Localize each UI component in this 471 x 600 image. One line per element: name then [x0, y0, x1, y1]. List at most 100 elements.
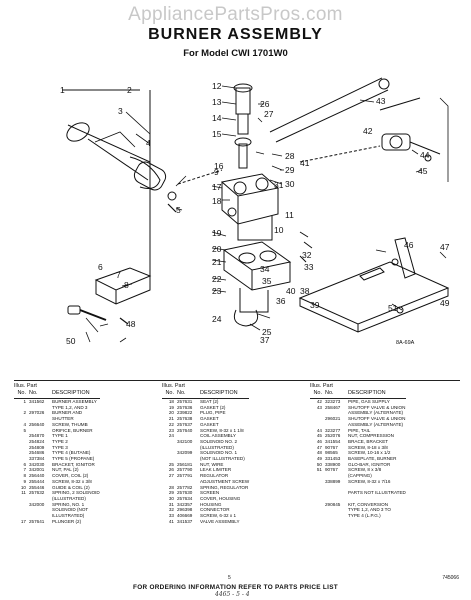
description-cell: SEAT (2) — [200, 399, 219, 404]
description-cell: PLUNGER (2) — [52, 518, 82, 524]
table-row: ASSEMBLY (ALTERNATE) — [310, 422, 406, 428]
description-cell: SCREW, 6-32 x 1 — [200, 513, 236, 519]
description-cell: SOLENOID NO. 1 — [200, 450, 238, 456]
part-no-cell: 337384 — [29, 456, 45, 462]
illus-no-cell: 24 — [168, 433, 174, 439]
part-no-cell: 297026 — [29, 410, 45, 416]
description-cell: SCREW, 10-16 x 1/2 — [348, 450, 391, 456]
callout-label-16: 16 — [214, 161, 224, 171]
gas-pipe-drawing — [269, 77, 449, 182]
header-description: DESCRIPTION — [200, 390, 238, 396]
illus-no-cell: 4 — [23, 421, 26, 427]
callout-label-39: 39 — [310, 300, 320, 310]
illus-no-cell: 30 — [168, 495, 174, 501]
callout-label-31: 31 — [274, 180, 284, 190]
part-no-cell: 90767 — [325, 444, 338, 450]
part-no-cell: 342000 — [29, 501, 45, 507]
header-illus-no: No. — [165, 390, 174, 396]
callout-label-35: 35 — [262, 276, 272, 286]
part-no-cell: 254824 — [29, 438, 45, 444]
description-cell: COVER, HOUSING — [200, 495, 241, 501]
table-row: SOLENOID (NOT — [14, 507, 100, 513]
description-cell: (ILLUSTRATED) — [200, 444, 234, 450]
handwritten-note: 4465 - 5 - 4 — [215, 591, 250, 598]
description-cell: TYPE 3 — [52, 444, 68, 450]
illus-no-cell: 19 — [168, 404, 174, 410]
part-no-cell: 257631 — [177, 399, 193, 404]
table-row: ILLUSTRATED) — [14, 513, 100, 519]
table-row: (ILLUSTRATED) — [162, 445, 249, 451]
callout-label-15: 15 — [212, 129, 222, 139]
part-no-cell: 257640 — [177, 427, 193, 433]
callout-label-34: 34 — [260, 264, 270, 274]
illus-no-cell: 7 — [23, 467, 26, 473]
callout-label-38: 38 — [300, 286, 310, 296]
callout-label-33: 33 — [304, 262, 314, 272]
part-no-cell: 257630 — [177, 490, 193, 496]
part-no-cell: 257636 — [177, 404, 193, 410]
part-no-cell: 342001 — [29, 467, 45, 473]
description-cell: BASEPLATE, BURNER — [348, 456, 397, 462]
description-cell: PARTS NOT ILLUSTRATED — [348, 490, 406, 496]
callout-label-1: 1 — [60, 85, 65, 95]
description-cell: HOUSING — [200, 501, 222, 507]
description-cell: SPRING, 2 SOLENOID — [52, 490, 100, 496]
description-cell: SHUTOFF VALVE & UNION — [348, 404, 406, 410]
description-cell: SPRING, REGULATOR — [200, 484, 249, 490]
callout-label-29: 29 — [285, 165, 295, 175]
illus-no-cell: 6 — [23, 461, 26, 467]
assembly-bracket-line — [62, 89, 151, 290]
callout-label-32: 32 — [302, 250, 312, 260]
description-cell: GASKET — [200, 421, 219, 427]
description-cell: PIPE, GAS SUPPLY — [348, 399, 390, 404]
description-cell: (CAPPING) — [348, 473, 372, 479]
description-cell: ADJUSTMENT SCREW — [200, 478, 250, 484]
callout-label-23: 23 — [212, 286, 222, 296]
header-description: DESCRIPTION — [52, 390, 90, 396]
callout-label-8: 8 — [124, 280, 129, 290]
illus-no-cell: 26 — [168, 467, 174, 473]
description-cell: PIPE, TAIL — [348, 427, 371, 433]
document-code: 745066 — [442, 575, 459, 581]
part-no-cell: 252076 — [325, 433, 341, 439]
description-cell: SPRING, NO. 1 — [52, 501, 85, 507]
description-cell: SCREW, 8-18 x 3/8 — [348, 444, 388, 450]
ignitor-bracket-drawing — [67, 267, 152, 343]
valve-stack-drawing — [220, 83, 313, 327]
part-no-cell: 296021 — [325, 416, 341, 422]
callout-label-21: 21 — [212, 257, 222, 267]
part-no-cell: 341554 — [325, 438, 341, 444]
part-no-cell: 341562 — [29, 399, 45, 404]
description-cell: GLO-BAR, IGNITOR — [348, 461, 391, 467]
callout-label-46: 46 — [404, 240, 414, 250]
part-no-cell: 257634 — [177, 495, 193, 501]
description-cell: SHUTTER — [52, 416, 74, 422]
illus-no-cell: 27 — [168, 473, 174, 479]
illus-no-cell: 49 — [316, 456, 322, 462]
illus-no-cell: 44 — [316, 427, 322, 433]
part-no-cell: 341537 — [177, 518, 193, 524]
callout-label-22: 22 — [212, 274, 222, 284]
callout-label-28: 28 — [285, 151, 295, 161]
description-cell: COVER, COIL (2) — [52, 473, 89, 479]
header-illus-no: No. — [17, 390, 26, 396]
header-description: DESCRIPTION — [348, 390, 386, 396]
part-no-cell: 255446 — [29, 484, 45, 490]
description-cell: GASKET — [200, 416, 219, 422]
part-no-cell: 290845 — [325, 501, 341, 507]
description-cell: NUT, WIRE — [200, 461, 224, 467]
callout-label-24: 24 — [212, 314, 222, 324]
callout-label-13: 13 — [212, 97, 222, 107]
